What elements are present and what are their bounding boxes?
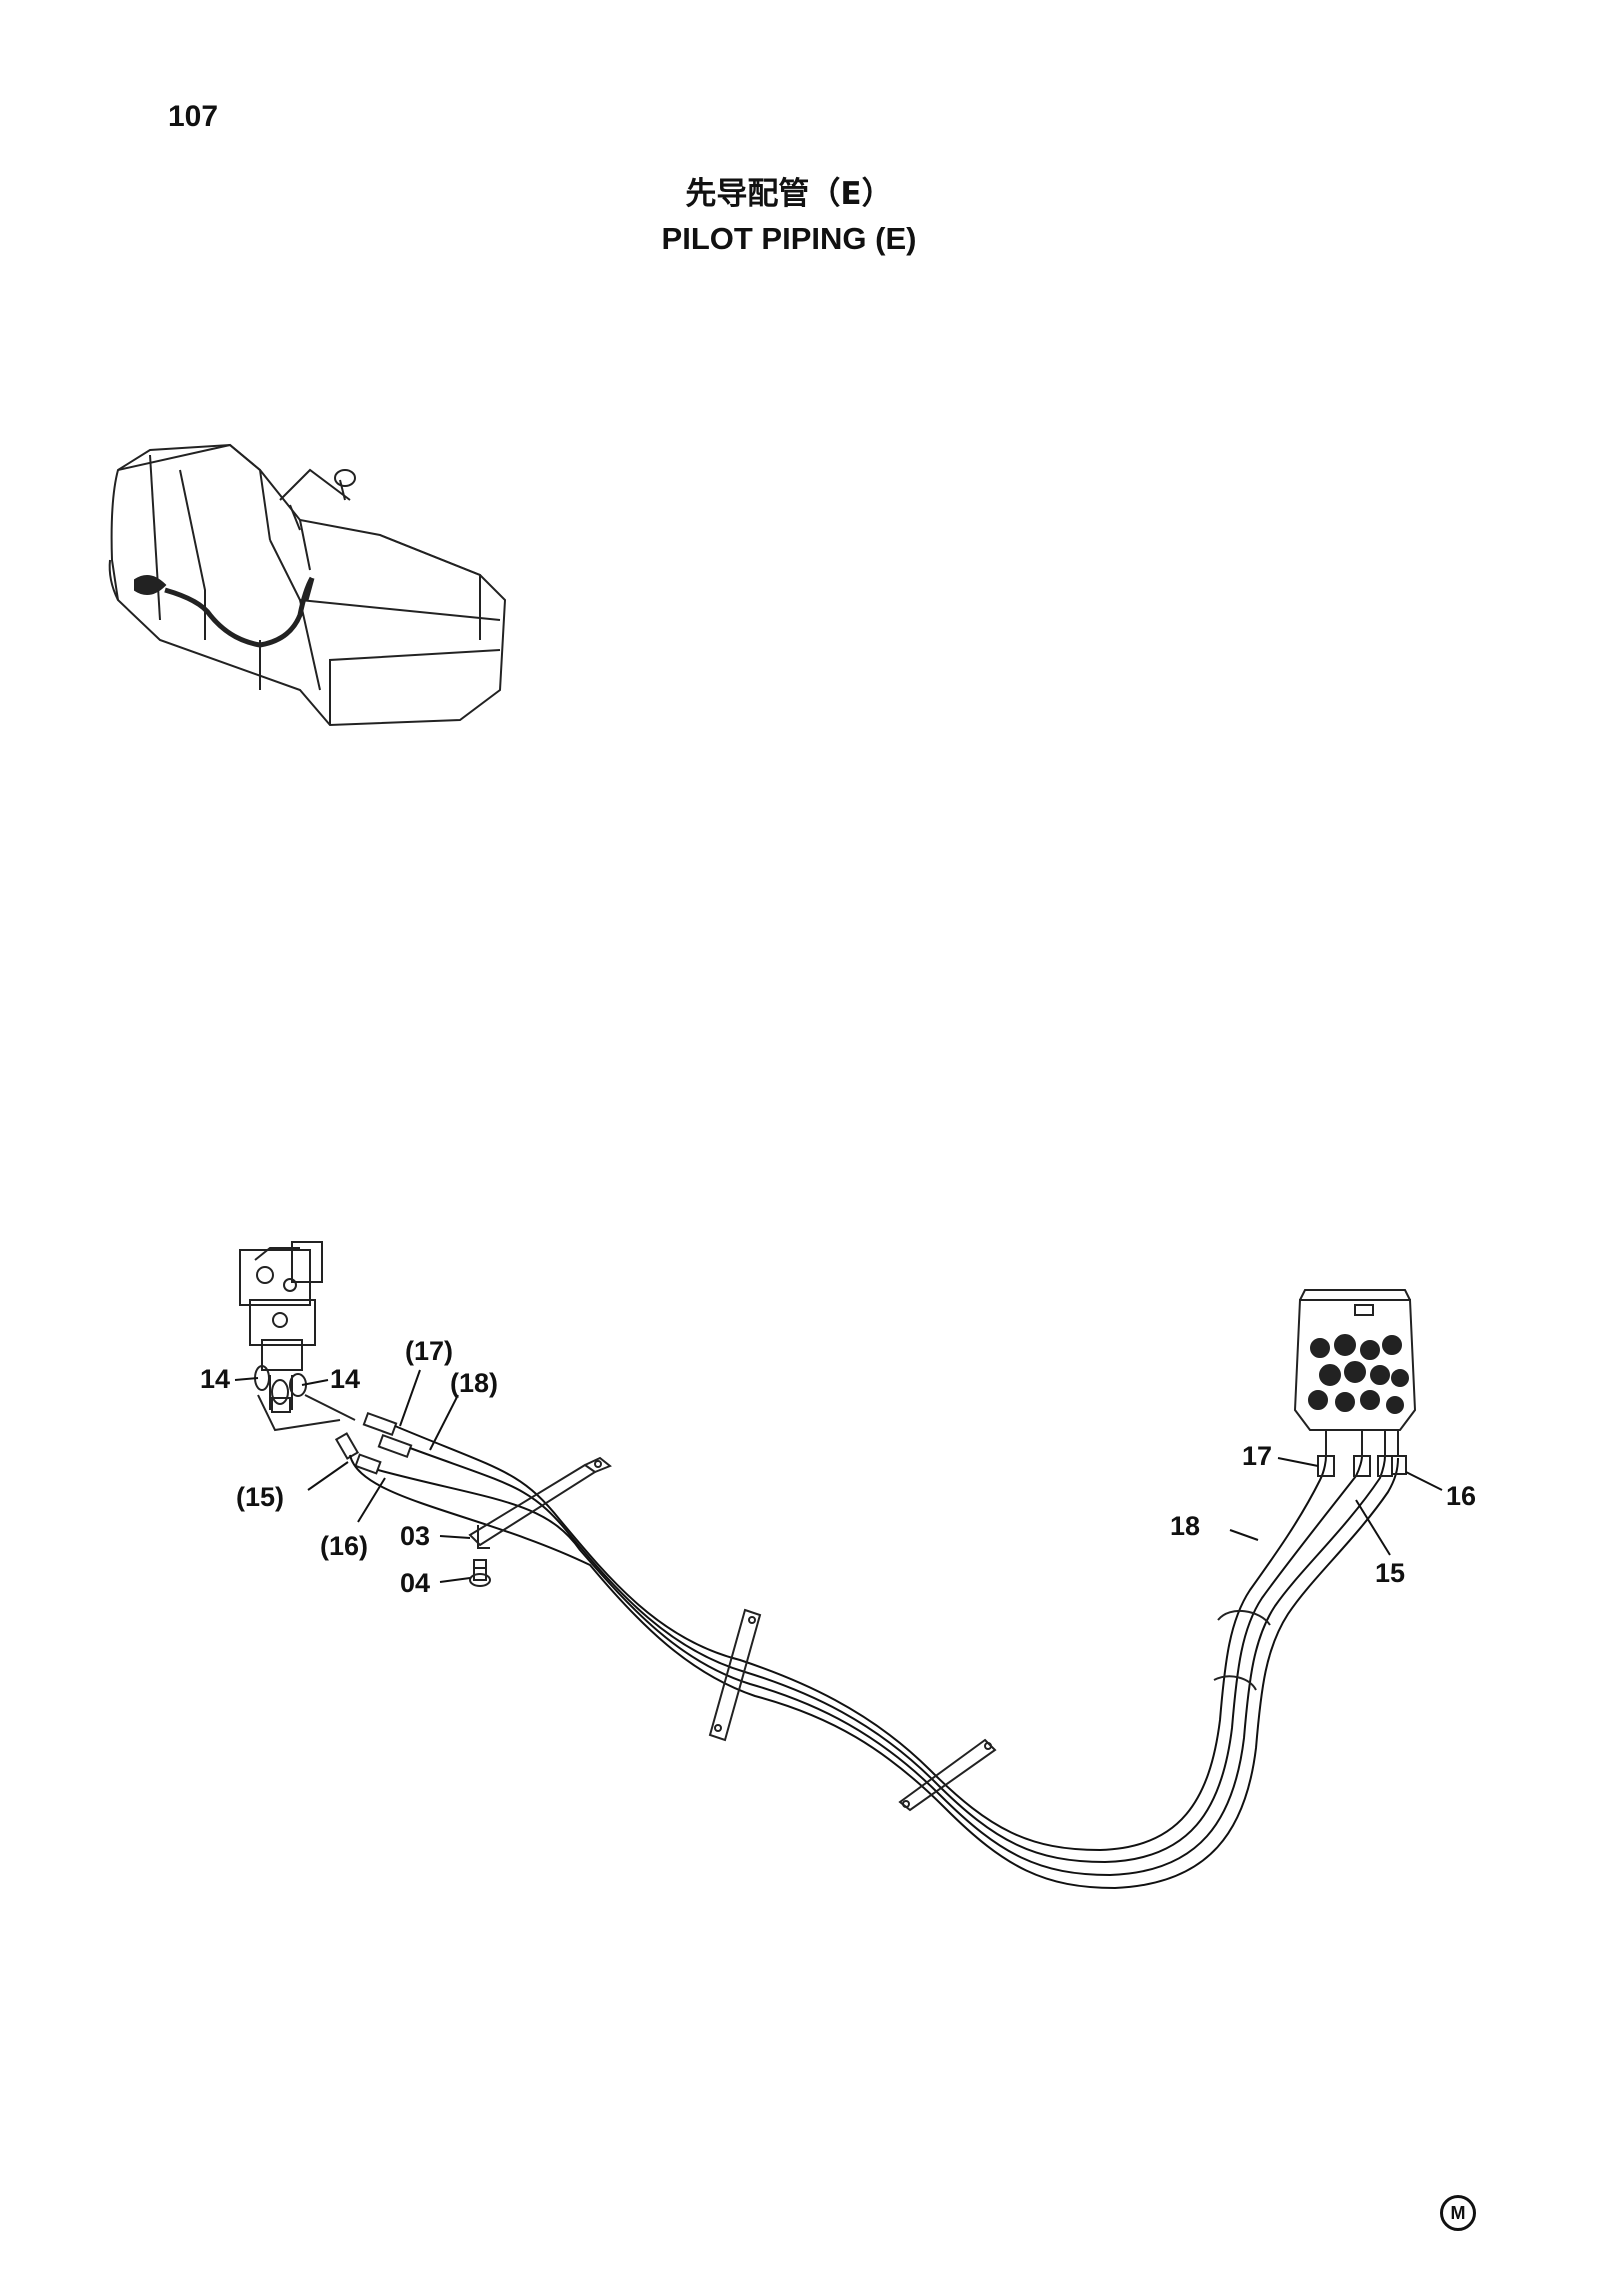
callout-16: 16 — [1446, 1481, 1476, 1511]
clamp-icon — [708, 1608, 1271, 1812]
callout-14-left: 14 — [200, 1364, 230, 1394]
leader-lines — [234, 1369, 1443, 1583]
corner-mark: M — [1440, 2195, 1476, 2231]
pilot-valve-icon — [239, 1241, 323, 1410]
hose-ends-left — [334, 1411, 413, 1475]
callout-04: 04 — [400, 1568, 430, 1598]
callout-18-paren: (18) — [450, 1368, 498, 1398]
title-block: 先导配管（E） PILOT PIPING (E) — [0, 168, 1608, 257]
callout-17-paren: (17) — [405, 1336, 453, 1366]
callout-15-paren: (15) — [236, 1482, 284, 1512]
control-valve-icon — [1293, 1289, 1417, 1477]
excavator-overview-icon — [108, 443, 507, 727]
page-number: 107 — [168, 100, 219, 133]
callout-16-paren: (16) — [320, 1531, 368, 1561]
title-english: PILOT PIPING (E) — [661, 221, 917, 256]
callout-03: 03 — [400, 1521, 430, 1551]
callout-15: 15 — [1375, 1558, 1405, 1588]
callout-17: 17 — [1242, 1441, 1272, 1471]
pilot-hose-bundle — [349, 1425, 1399, 1890]
callout-14-right: 14 — [330, 1364, 360, 1394]
bolt-icon — [469, 1559, 491, 1587]
title-chinese: 先导配管（E） — [685, 176, 893, 212]
bracket-icon — [468, 1456, 612, 1549]
callout-18: 18 — [1170, 1511, 1200, 1541]
